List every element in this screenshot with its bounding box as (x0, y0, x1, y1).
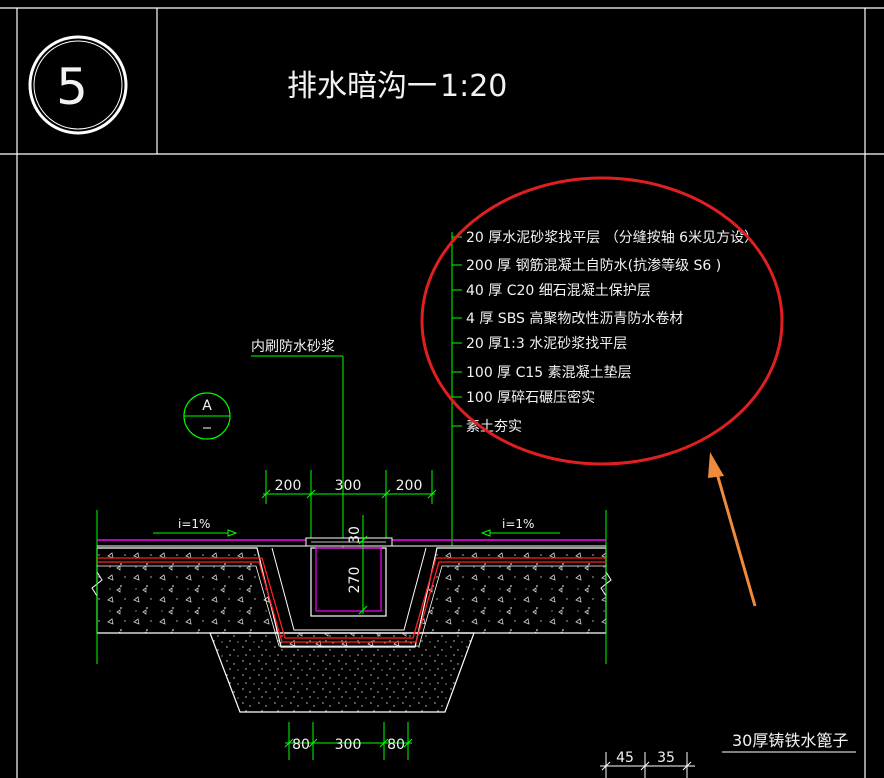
layer-label: 100 厚碎石碾压密实 (466, 389, 595, 406)
layer-label: 100 厚 C15 素混凝土垫层 (466, 365, 632, 381)
section-mark-letter: A (202, 398, 212, 414)
layer-label: 20 厚水泥砂浆找平层 （分缝按轴 6米见方设） (466, 230, 758, 246)
dim-bottom-left: 80 (292, 737, 310, 753)
grate-label: 30厚铸铁水篦子 (732, 731, 848, 750)
drawing-scale: 1:20 (440, 69, 507, 104)
layer-label: 200 厚 钢筋混凝土自防水(抗渗等级 S6 ) (466, 257, 721, 274)
dim-top-left: 200 (275, 478, 302, 494)
layer-label: 4 厚 SBS 高聚物改性沥青防水卷材 (466, 310, 683, 327)
slope-right: i=1% (480, 517, 560, 537)
orange-arrow-icon (708, 452, 757, 607)
slope-right-label: i=1% (502, 517, 534, 531)
inner-coating-label: 内刷防水砂浆 (251, 339, 335, 355)
top-dimensions (261, 470, 437, 540)
dim-bottom-right: 80 (387, 737, 405, 753)
slope-left: i=1% (153, 517, 238, 537)
bottom-dimensions (284, 722, 413, 760)
dim-detail-right: 35 (657, 750, 675, 766)
dim-bottom-center: 300 (335, 737, 362, 753)
highlight-circle (420, 176, 784, 466)
layer-leader (451, 232, 462, 546)
layer-list: 20 厚水泥砂浆找平层 （分缝按轴 6米见方设） 200 厚 钢筋混凝土自防水(… (466, 230, 758, 435)
layer-label: 素土夯实 (466, 419, 522, 435)
drain-section (91, 510, 612, 713)
dim-depth-top: 30 (347, 526, 363, 544)
dim-top-center: 300 (335, 478, 362, 494)
slope-left-label: i=1% (178, 517, 210, 531)
detail-dimensions (600, 752, 695, 778)
title-block (0, 7, 884, 778)
drawing-title: 排水暗沟一 (287, 69, 437, 104)
layer-label: 40 厚 C20 细石混凝土保护层 (466, 283, 651, 299)
dim-depth-main: 270 (347, 567, 363, 594)
drawing-number: 5 (56, 58, 88, 116)
section-mark: A (183, 392, 231, 440)
drawing-number-circle: 5 (28, 35, 128, 135)
dim-detail-left: 45 (616, 750, 634, 766)
layer-label: 20 厚1:3 水泥砂浆找平层 (466, 336, 627, 352)
dim-top-right: 200 (396, 478, 423, 494)
